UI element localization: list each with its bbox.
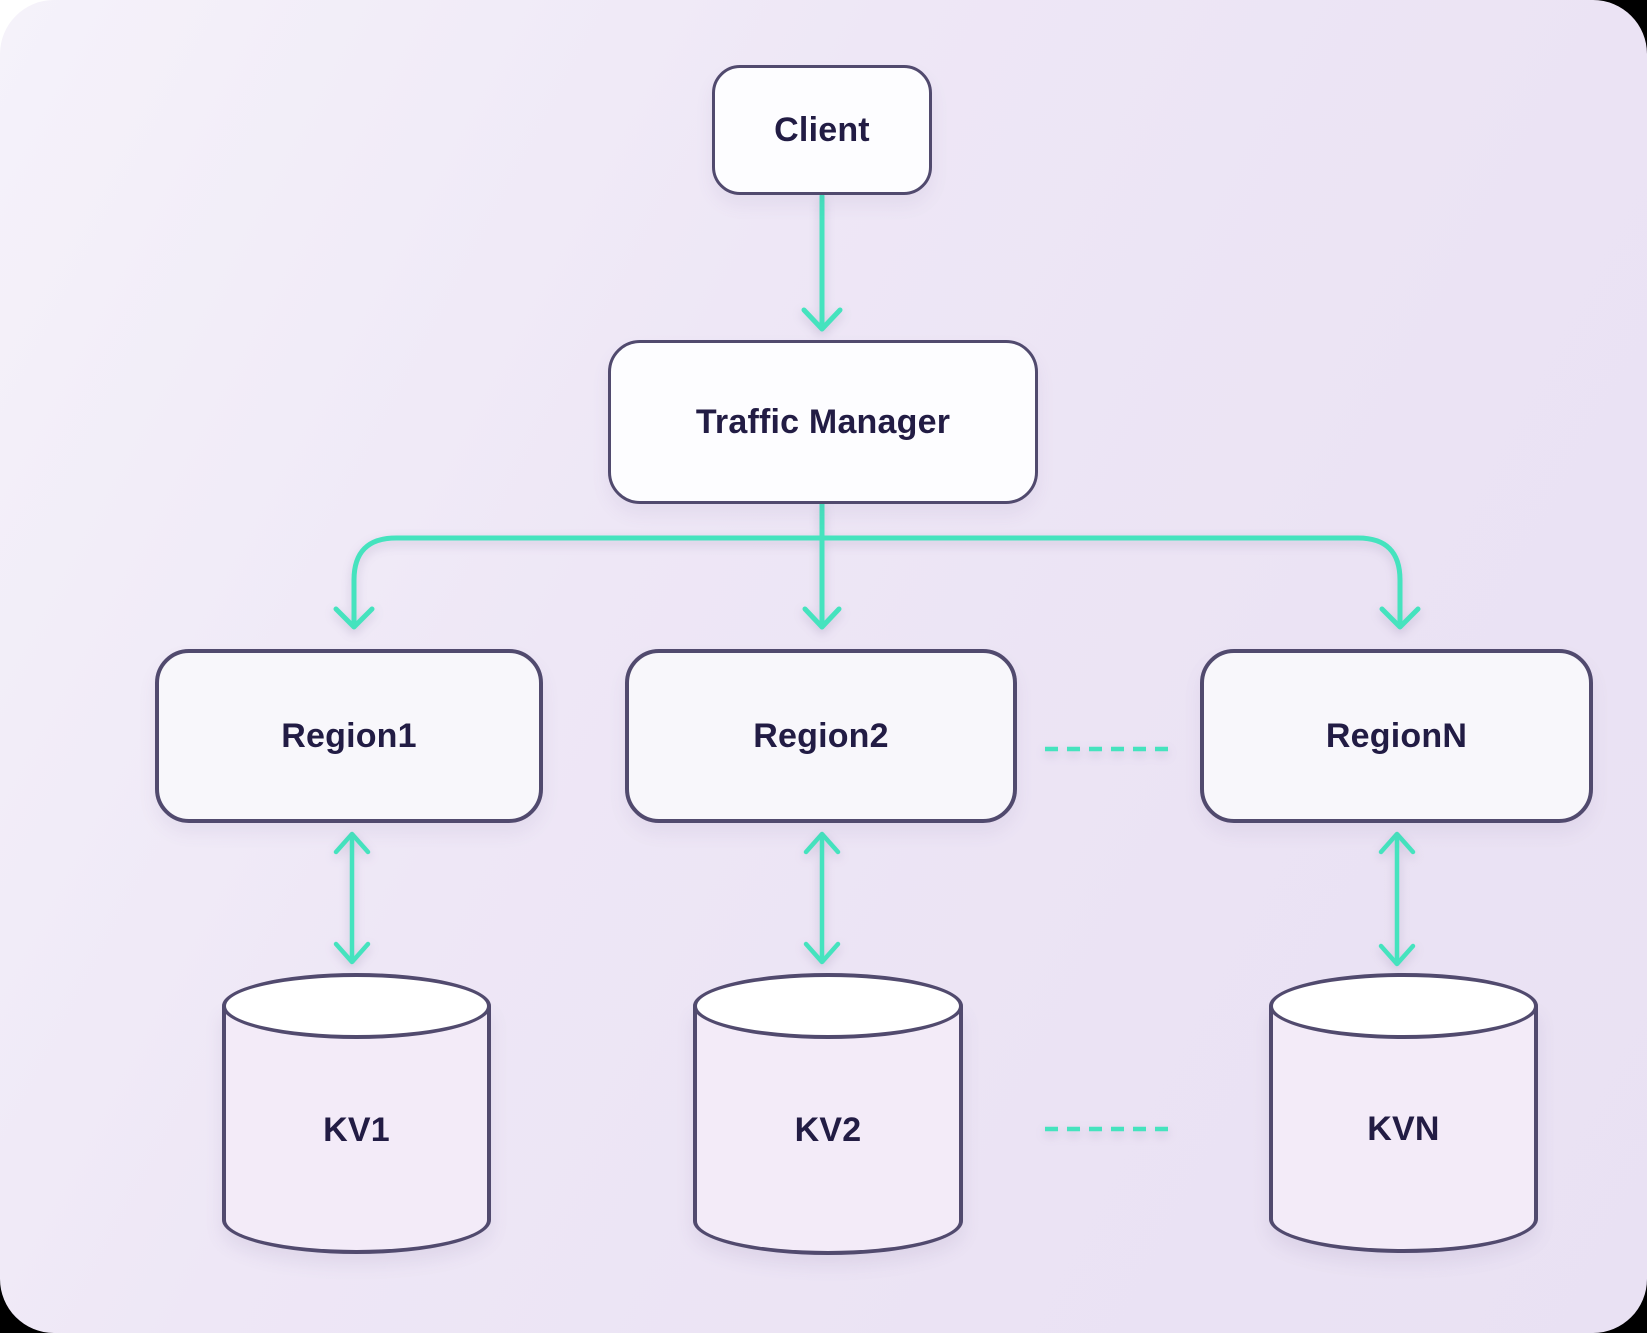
traffic-manager-node-label: Traffic Manager: [695, 402, 951, 441]
kvn-cylinder-body: [1269, 1006, 1538, 1253]
kv2-database-cylinder: KV2: [693, 973, 963, 1255]
kv2-label: KV2: [794, 1111, 862, 1149]
kv1-label: KV1: [323, 1110, 390, 1149]
kv2-cylinder-body: [693, 1006, 963, 1255]
traffic-manager-node: Traffic Manager: [608, 340, 1038, 504]
kvn-cylinder-top: [1269, 973, 1538, 1039]
kv1-database-cylinder: KV1: [222, 973, 491, 1254]
client-node: Client: [712, 65, 932, 195]
regionn-node: RegionN: [1200, 649, 1593, 823]
traffic-manager-branch-arrows: [333, 501, 1421, 630]
kv1-cylinder-body: [222, 1006, 491, 1254]
region2-node: Region2: [625, 649, 1017, 823]
kvn-database-cylinder: KVN: [1269, 973, 1538, 1253]
region2-node-label: Region2: [753, 716, 889, 755]
client-to-traffic-manager-arrow: [801, 193, 843, 332]
region1-kv1-bidirectional-arrow: [333, 831, 371, 965]
region1-node-label: Region1: [281, 716, 417, 755]
regionn-kvn-bidirectional-arrow: [1378, 831, 1416, 967]
kvn-label: KVN: [1367, 1110, 1440, 1148]
region1-node: Region1: [155, 649, 543, 823]
kv2-cylinder-top: [693, 973, 963, 1039]
region2-kv2-bidirectional-arrow: [803, 831, 841, 965]
regionn-node-label: RegionN: [1325, 716, 1468, 755]
client-node-label: Client: [774, 110, 870, 149]
kv1-cylinder-top: [222, 973, 491, 1039]
